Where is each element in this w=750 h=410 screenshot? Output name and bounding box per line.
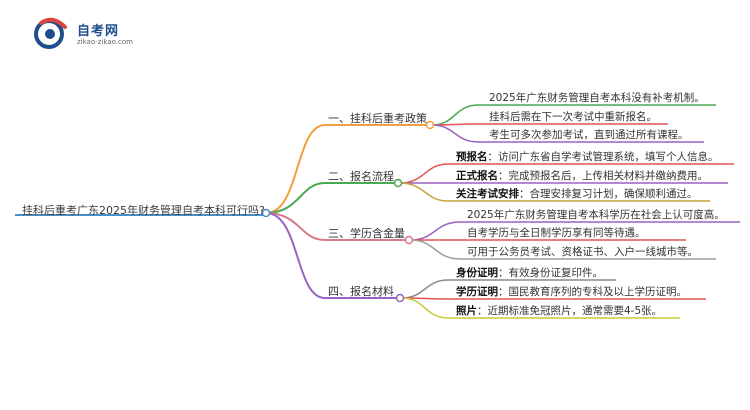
root-node — [261, 208, 271, 218]
leaf-policy-2: 挂科后需在下一次考试中重新报名。 — [489, 111, 657, 123]
branch-label-policy: 一、挂科后重考政策 — [328, 112, 427, 125]
logo-name: 自考网 — [77, 24, 120, 39]
leaf-process-2: 正式报名：完成预报名后，上传相关材料并缴纳费用。 — [456, 170, 708, 182]
branch-node-2 — [393, 178, 403, 188]
logo-icon — [34, 17, 67, 49]
leaf-materials-2: 学历证明：国民教育序列的专科及以上学历证明。 — [456, 286, 687, 298]
branch-label-value: 三、学历含金量 — [328, 227, 405, 240]
leaf-value-2: 自考学历与全日制学历享有同等待遇。 — [467, 227, 646, 239]
branch-node-4 — [395, 293, 405, 303]
leaf-policy-1: 2025年广东财务管理自考本科没有补考机制。 — [489, 92, 705, 104]
leaf-value-1: 2025年广东财务管理自考本科学历在社会上认可度高。 — [467, 209, 725, 221]
branch-label-process: 二、报名流程 — [328, 170, 394, 183]
leaf-process-3: 关注考试安排：合理安排复习计划，确保顺利通过。 — [456, 188, 698, 200]
leaf-policy-3: 考生可多次参加考试，直到通过所有课程。 — [489, 129, 689, 141]
leaf-materials-1: 身份证明：有效身份证复印件。 — [456, 267, 603, 279]
branch-label-materials: 四、报名材料 — [328, 285, 394, 298]
logo-url: zikao-zikao.com — [77, 38, 133, 46]
branch-node-3 — [404, 235, 414, 245]
leaf-value-3: 可用于公务员考试、资格证书、入户一线城市等。 — [467, 246, 698, 258]
leaf-process-1: 预报名：访问广东省自学考试管理系统，填写个人信息。 — [456, 151, 719, 163]
branch-node-1 — [425, 120, 435, 130]
leaf-materials-3: 照片：近期标准免冠照片，通常需要4-5张。 — [456, 305, 663, 317]
root-label: 挂科后重考广东2025年财务管理自考本科可行吗? — [22, 204, 265, 217]
